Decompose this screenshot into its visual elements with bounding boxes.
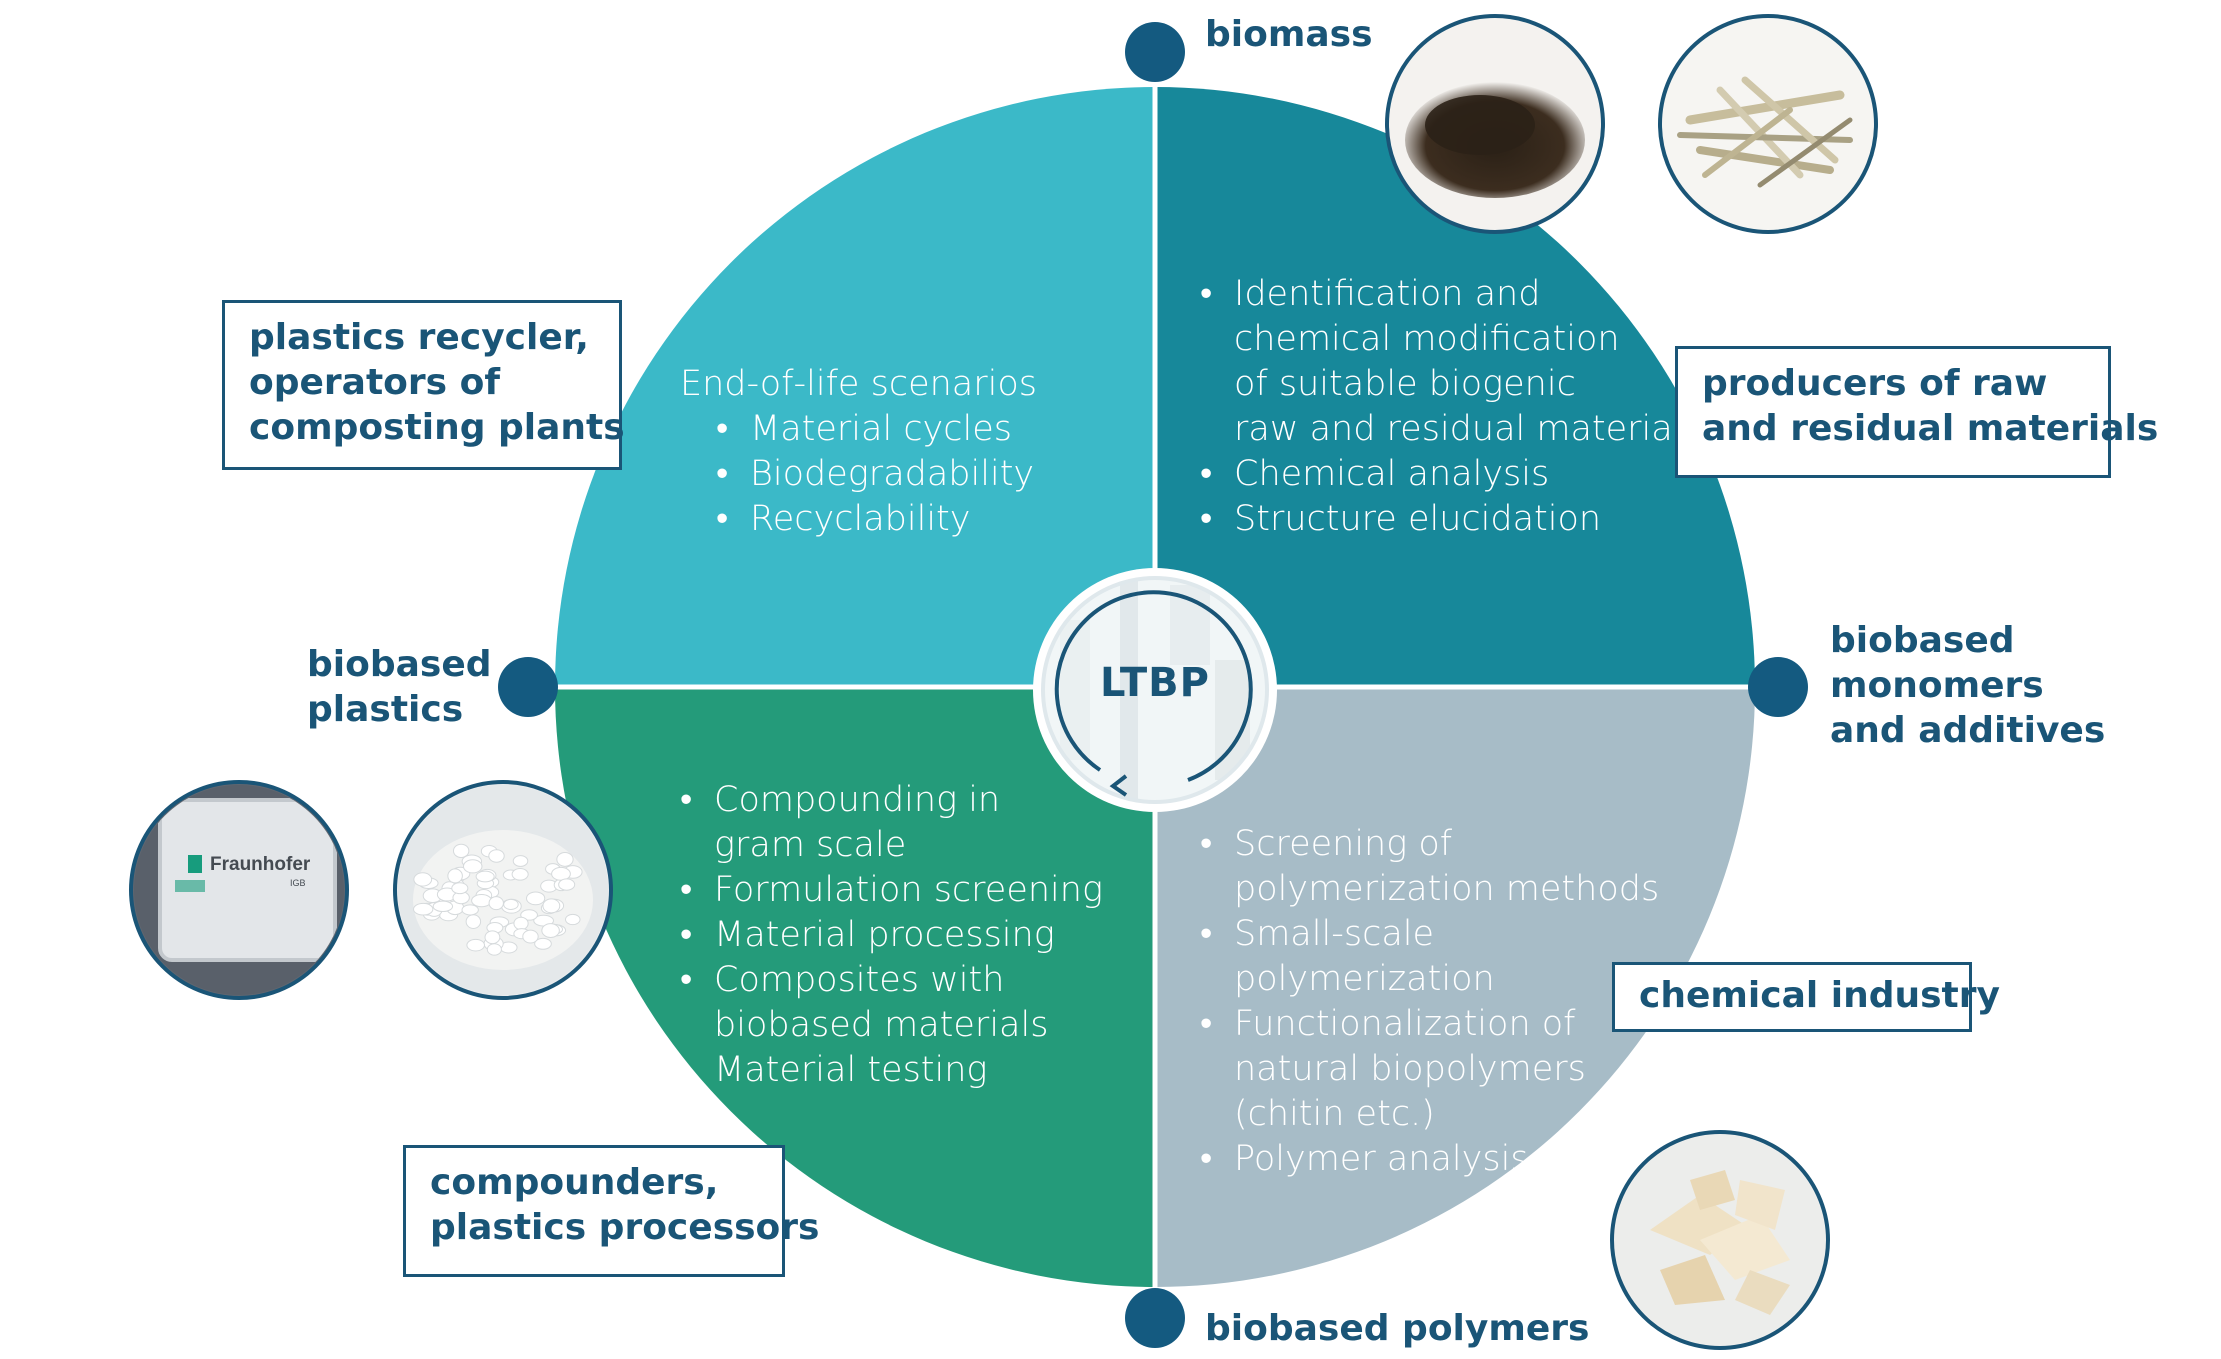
photo-residual-straw [1658, 14, 1878, 234]
pellet [511, 867, 529, 881]
center-label: LTBP [1100, 660, 1210, 706]
node-polymers [1125, 1288, 1185, 1348]
role-box-recycler: plastics recycler, operators of composti… [222, 300, 625, 470]
pellet [462, 859, 483, 874]
node-label-plastics: biobased plastics [307, 644, 492, 730]
pellet [413, 872, 433, 887]
photo-plastic-pellets [393, 780, 613, 1000]
pellet [556, 852, 574, 867]
pellet [526, 891, 546, 906]
role-box-producers: producers of raw and residual materials [1675, 346, 2158, 478]
pellet [488, 896, 504, 911]
node-monomers [1748, 657, 1808, 717]
quadrant-raw-materials-text: Identification and chemical modification… [1200, 272, 1701, 542]
fraunhofer-logo-text: Fraunhofer [210, 854, 311, 875]
quadrant-compounding-text: Compounding in gram scale Formulation sc… [680, 778, 1103, 1093]
pellet [503, 898, 519, 910]
pellet [486, 943, 502, 956]
quadrant-end-of-life-text: End-of-life scenarios Material cycles Bi… [680, 362, 1037, 542]
pellet [432, 900, 454, 913]
list-item: Composites with biobased materials [680, 958, 1103, 1048]
pellet [451, 882, 469, 895]
pellet [465, 914, 482, 929]
list-item: Structure elucidation [1200, 497, 1701, 542]
list-item: Functionalization of natural biopolymers… [1200, 1002, 1659, 1137]
pellet [475, 870, 495, 883]
node-label-polymers: biobased polymers [1205, 1308, 1590, 1349]
pellet [565, 913, 581, 926]
node-label-monomers: biobased monomers and additives [1830, 620, 2106, 751]
pellet [534, 937, 552, 950]
pellet [461, 904, 479, 916]
list-item: Recyclability [716, 497, 1037, 542]
pellet [558, 878, 576, 891]
pellet [520, 909, 538, 921]
pellet [542, 898, 561, 914]
list-item: Biodegradability [716, 452, 1037, 497]
role-box-compounders: compounders, plastics processors [403, 1145, 819, 1277]
pellet [466, 938, 485, 952]
node-plastics [498, 657, 558, 717]
list-item: Polymer analysis [1200, 1137, 1659, 1182]
list-item: Material processing [680, 913, 1103, 958]
list-item: Chemical analysis [1200, 452, 1701, 497]
pellet [447, 868, 463, 884]
photo-fraunhofer-box: Fraunhofer IGB [129, 780, 349, 1000]
end-of-life-heading: End-of-life scenarios [680, 364, 1037, 404]
pellet [512, 855, 529, 867]
quadrant-polymerization-text: Screening of polymerization methods Smal… [1200, 822, 1659, 1182]
pellet [452, 843, 470, 859]
node-label-biomass: biomass [1205, 14, 1373, 55]
pellet [484, 930, 501, 945]
list-item: Material cycles [716, 407, 1037, 452]
list-item: Identification and chemical modification… [1200, 272, 1701, 452]
pellet [413, 902, 434, 916]
pellet [513, 916, 529, 931]
node-biomass [1125, 22, 1185, 82]
photo-biomass-seeds [1385, 14, 1605, 234]
list-item: Screening of polymerization methods [1200, 822, 1659, 912]
pellet [471, 894, 492, 908]
list-item: Formulation screening [680, 868, 1103, 913]
pellet [522, 929, 539, 944]
pellet [551, 866, 571, 881]
role-box-chemical-industry: chemical industry [1612, 962, 2000, 1032]
list-item: Compounding in gram scale [680, 778, 1103, 868]
list-item: Material testing [680, 1048, 1103, 1093]
pellet [541, 923, 560, 938]
list-item: Small-scale polymerization [1200, 912, 1659, 1002]
fraunhofer-logo-subtext: IGB [290, 878, 306, 888]
center-hub [1033, 568, 1277, 812]
pellet [488, 849, 505, 863]
